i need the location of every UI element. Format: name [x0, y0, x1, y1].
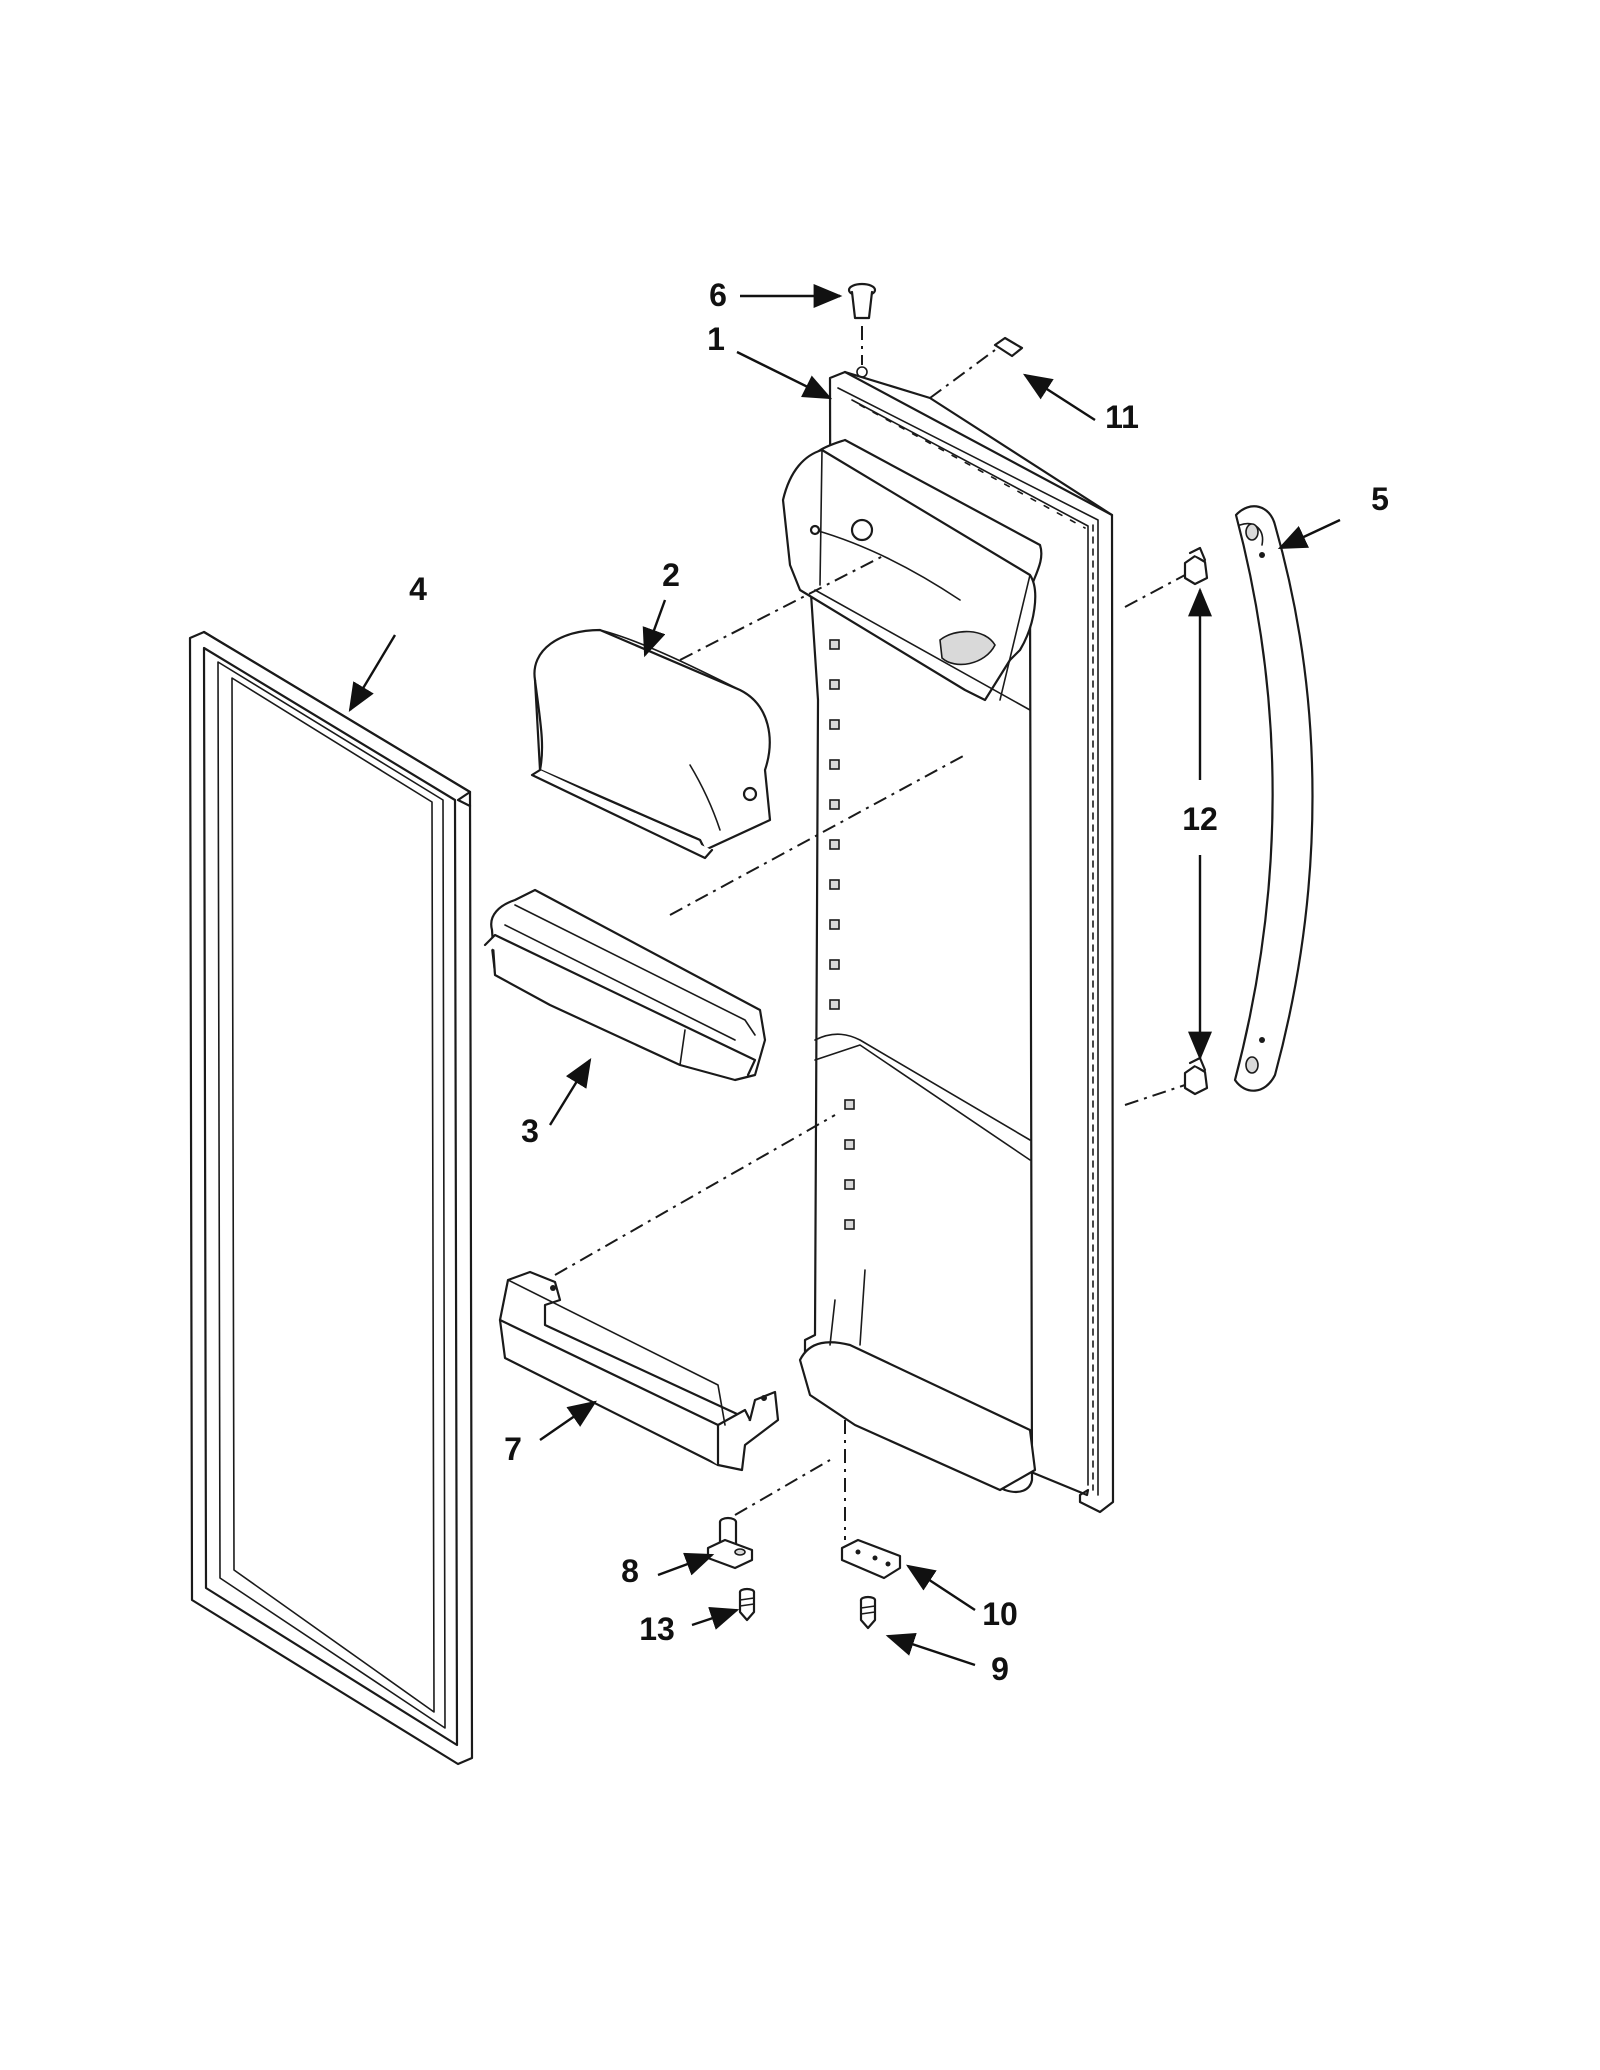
callout-8: 8: [621, 1553, 639, 1589]
callout-arrows: [348, 284, 1341, 1667]
screw-13-part: [738, 1587, 756, 1622]
callout-4: 4: [409, 571, 427, 607]
callout-9: 9: [991, 1651, 1009, 1687]
callout-3: 3: [521, 1113, 539, 1149]
callout-1: 1: [707, 321, 725, 357]
label-part: [993, 336, 1024, 358]
hinge-pin-part: [706, 1516, 754, 1570]
shelf-peg-column: [829, 639, 855, 1230]
callout-13: 13: [639, 1611, 675, 1647]
callout-7: 7: [504, 1431, 522, 1467]
callout-12: 12: [1182, 801, 1218, 837]
lower-door-bin-part: [498, 1270, 780, 1472]
callout-11: 11: [1105, 399, 1139, 435]
door-liner-part: [781, 370, 1115, 1514]
door-bin-part: [483, 888, 767, 1082]
callout-labels: 1 2 3 4 5 6 7 8 9 10 11 12 13: [409, 277, 1389, 1687]
dairy-compartment-part: [530, 628, 772, 860]
callout-5: 5: [1371, 481, 1389, 517]
hinge-plate-part: [840, 1538, 902, 1580]
callout-2: 2: [662, 557, 680, 593]
door-gasket-part: [188, 630, 474, 1766]
door-handle-part: [1233, 505, 1314, 1092]
door-plug-part: [847, 282, 877, 378]
callout-10: 10: [982, 1596, 1018, 1632]
leader-lines: [554, 326, 1186, 1540]
callout-6: 6: [709, 277, 727, 313]
screw-9-part: [859, 1595, 877, 1630]
handle-stud-part: [1183, 546, 1209, 1096]
